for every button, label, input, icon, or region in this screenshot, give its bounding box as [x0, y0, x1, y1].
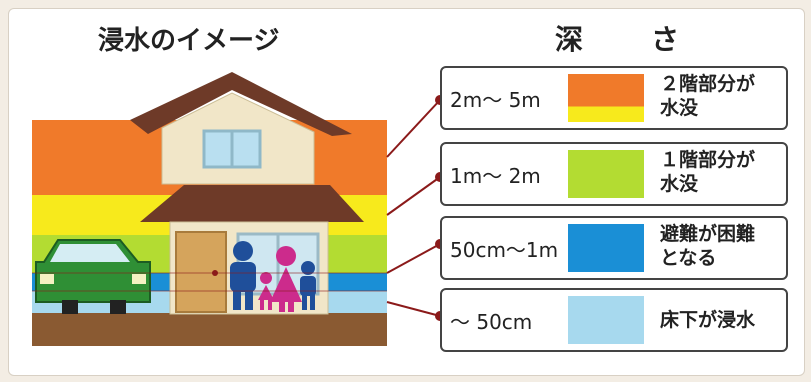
image-title: 浸水のイメージ: [98, 26, 280, 56]
swatch-orange-yellow: [568, 74, 644, 122]
level-description: ２階部分が 水没: [660, 73, 756, 119]
upper-roof: [130, 72, 352, 136]
connector-lines: [386, 95, 445, 321]
person-child-left: [258, 272, 274, 310]
lower-roof: [140, 185, 364, 222]
depth-label: 50cm～1m: [450, 237, 559, 262]
legend-row-under-50cm: ～ 50cm 床下が浸水: [440, 288, 788, 352]
legend-row-50cm-1m: 50cm～1m 避難が困難 となる: [440, 216, 788, 280]
person-adult-left: [230, 241, 256, 310]
swatch-green: [568, 150, 644, 198]
level-description: 床下が浸水: [660, 309, 756, 331]
legend-row-2m-5m: 2m～ 5m ２階部分が 水没: [440, 66, 788, 130]
depth-label: 1m～ 2m: [450, 163, 541, 188]
depth-label: 2m～ 5m: [450, 87, 541, 112]
car: [35, 239, 151, 314]
legend-row-1m-2m: 1m～ 2m １階部分が 水没: [440, 142, 788, 206]
depth-label: ～ 50cm: [450, 309, 533, 334]
level-description: 避難が困難 となる: [660, 223, 756, 269]
swatch-lightblue: [568, 296, 644, 344]
ground: [32, 313, 387, 346]
house-door: [175, 231, 227, 313]
level-description: １階部分が 水没: [660, 149, 756, 195]
depth-title: 深 さ: [555, 23, 700, 56]
swatch-blue: [568, 224, 644, 272]
person-adult-woman: [270, 246, 302, 312]
